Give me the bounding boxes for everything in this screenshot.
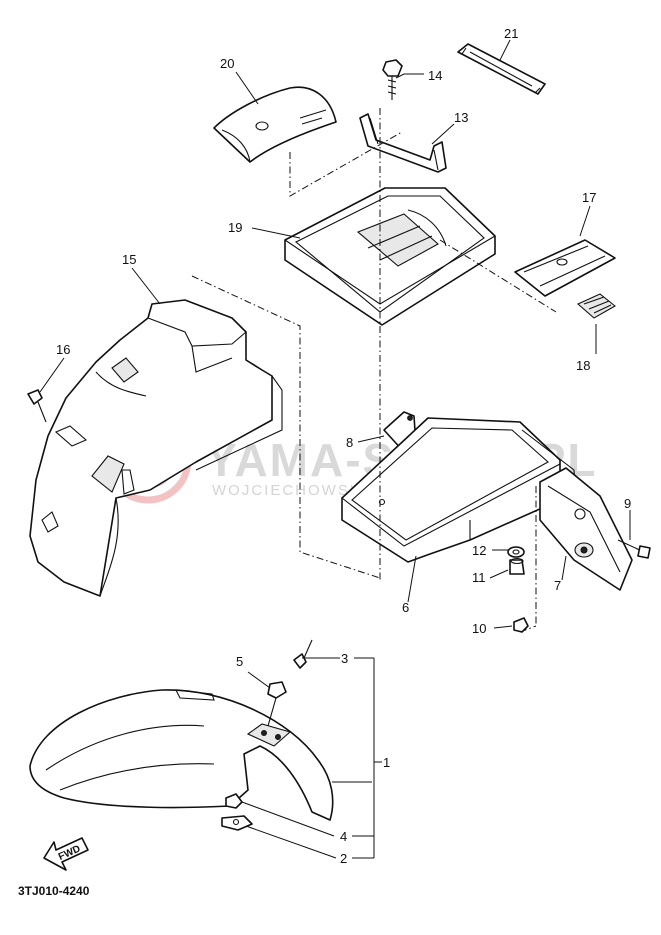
callout-17: 17 [582, 190, 596, 205]
part-16-screw [27, 389, 47, 423]
part-5-bolt [267, 681, 287, 727]
alignment-lines [191, 108, 557, 633]
part-19-tray [284, 187, 496, 326]
part-17-cover-plate [514, 239, 616, 297]
part-13-bracket [359, 113, 447, 173]
part-7-side-bracket [539, 467, 633, 591]
part-6-battery-box [341, 417, 577, 563]
callout-6: 6 [402, 600, 409, 615]
callout-12: 12 [472, 543, 486, 558]
part-15-rear-fender [29, 299, 283, 597]
callout-15: 15 [122, 252, 136, 267]
callout-10: 10 [472, 621, 486, 636]
callout-11: 11 [472, 570, 486, 585]
callout-7: 7 [554, 578, 561, 593]
callout-16: 16 [56, 342, 70, 357]
callout-19: 19 [228, 220, 242, 235]
fwd-label: FWD [57, 844, 82, 863]
part-12-collar [507, 546, 525, 558]
leader-lines [39, 39, 631, 859]
diagram-code: 3TJ010-4240 [18, 884, 90, 898]
callout-labels: 21 14 13 20 19 17 18 15 16 8 6 7 9 12 11… [56, 26, 631, 866]
part-4-nut [225, 793, 243, 809]
part-18-pad [576, 293, 616, 319]
part-10-nut [513, 617, 529, 633]
part-21-battery-band [457, 43, 546, 95]
callout-3: 3 [341, 651, 348, 666]
callout-4: 4 [340, 829, 347, 844]
part-1-front-fender [29, 689, 334, 821]
callout-14: 14 [428, 68, 442, 83]
fwd-arrow-icon: FWD [43, 837, 89, 871]
part-11-grommet [509, 557, 525, 575]
part-9-bolt [617, 539, 651, 559]
callout-20: 20 [220, 56, 234, 71]
part-20-cover [213, 86, 337, 163]
callout-21: 21 [504, 26, 518, 41]
callout-13: 13 [454, 110, 468, 125]
callout-8: 8 [346, 435, 353, 450]
callout-1: 1 [383, 755, 390, 770]
callout-18: 18 [576, 358, 590, 373]
part-2-clamp [221, 815, 253, 831]
part-3-screw [293, 639, 313, 669]
callout-9: 9 [624, 496, 631, 511]
part-14-bolt [382, 59, 403, 100]
callout-2: 2 [340, 851, 347, 866]
callout-5: 5 [236, 654, 243, 669]
